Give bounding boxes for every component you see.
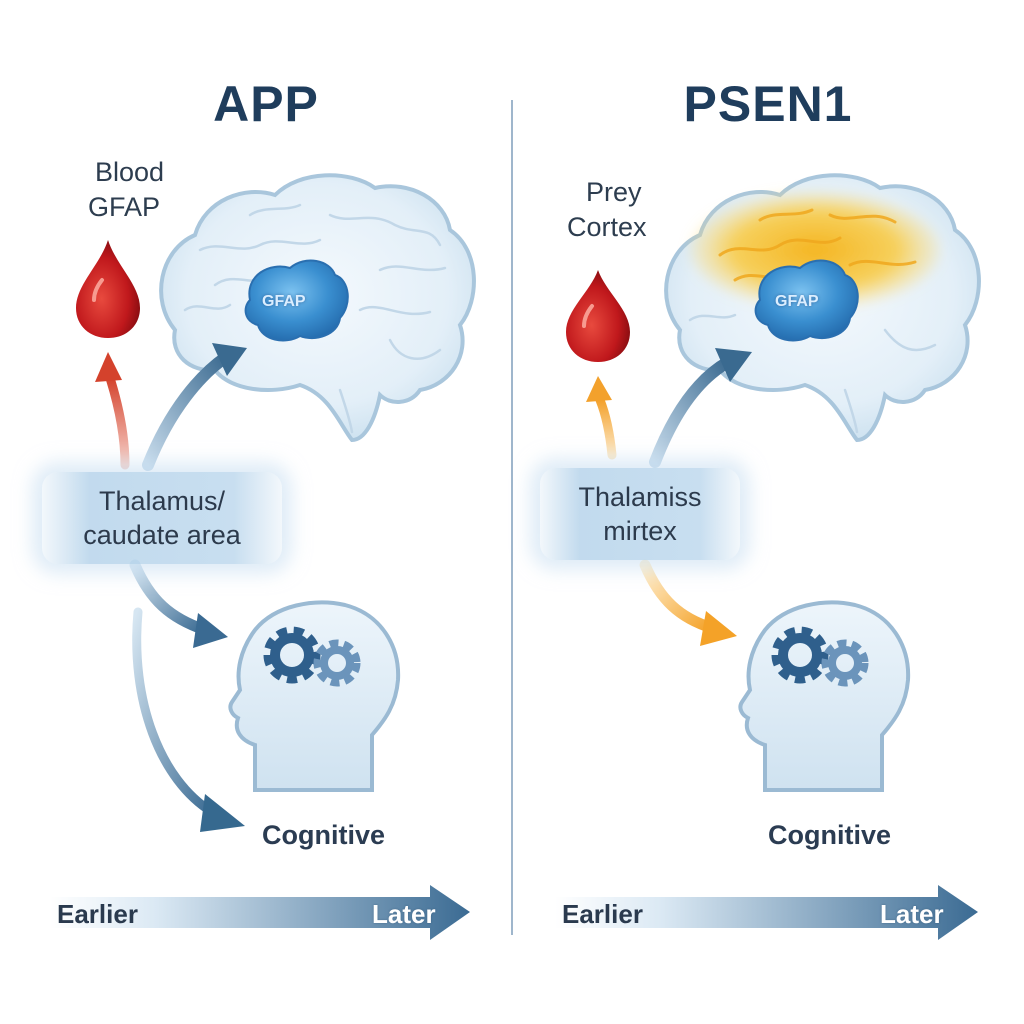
timeline-arrow-icon xyxy=(50,885,470,940)
brain-icon xyxy=(159,173,476,443)
biomarker-label-line2: GFAP xyxy=(88,192,161,222)
head-gears-icon xyxy=(228,600,401,792)
arrow-to-brain-psen1 xyxy=(649,356,734,468)
region-label-line1-psen1: Thalamiss xyxy=(578,482,702,512)
arrow-up-red xyxy=(105,373,130,470)
region-label-line2-psen1: mirtex xyxy=(603,516,677,546)
arrow-up-orange xyxy=(595,395,617,460)
blood-drop-icon xyxy=(76,240,140,338)
region-box-app: Thalamus/ caudate area xyxy=(42,472,282,564)
timeline-start-label: Earlier xyxy=(57,899,138,929)
gear-icon-secondary xyxy=(313,639,361,687)
biomarker-label-line1-psen1: Prey xyxy=(586,177,642,207)
timeline-end-label-psen1: Later xyxy=(880,899,944,929)
gear-icon-secondary-psen1 xyxy=(821,639,869,687)
region-label-line1: Thalamus/ xyxy=(98,486,226,516)
timeline-start-label-psen1: Earlier xyxy=(562,899,643,929)
arrow-to-head xyxy=(129,559,211,636)
outcome-label: Cognitive xyxy=(262,820,386,850)
gear-icon xyxy=(263,626,321,684)
arrow-to-cognitive xyxy=(132,607,217,817)
psen1-panel xyxy=(555,173,981,940)
brain-core-label-psen1: GFAP xyxy=(775,293,819,310)
arrow-to-head-orange xyxy=(639,559,718,634)
head-gears-icon-psen1 xyxy=(738,600,911,792)
region-label-line2: caudate area xyxy=(83,520,241,550)
app-panel xyxy=(50,173,476,940)
outcome-label-psen1: Cognitive xyxy=(768,820,892,850)
timeline-arrow-icon-psen1 xyxy=(555,885,978,940)
biomarker-label-line1: Blood xyxy=(95,157,165,187)
cortex-highlight xyxy=(690,192,940,308)
timeline-end-label: Later xyxy=(372,899,436,929)
blood-drop-icon-psen1 xyxy=(566,270,630,362)
panel-title-app: APP xyxy=(213,76,319,132)
panel-title-psen1: PSEN1 xyxy=(683,76,853,132)
biomarker-label-line2-psen1: Cortex xyxy=(567,212,647,242)
gear-icon-psen1 xyxy=(771,626,829,684)
arrow-to-brain xyxy=(142,351,232,471)
region-box-psen1: Thalamiss mirtex xyxy=(540,468,740,560)
brain-icon-psen1 xyxy=(664,173,981,443)
brain-core-label: GFAP xyxy=(262,293,306,310)
